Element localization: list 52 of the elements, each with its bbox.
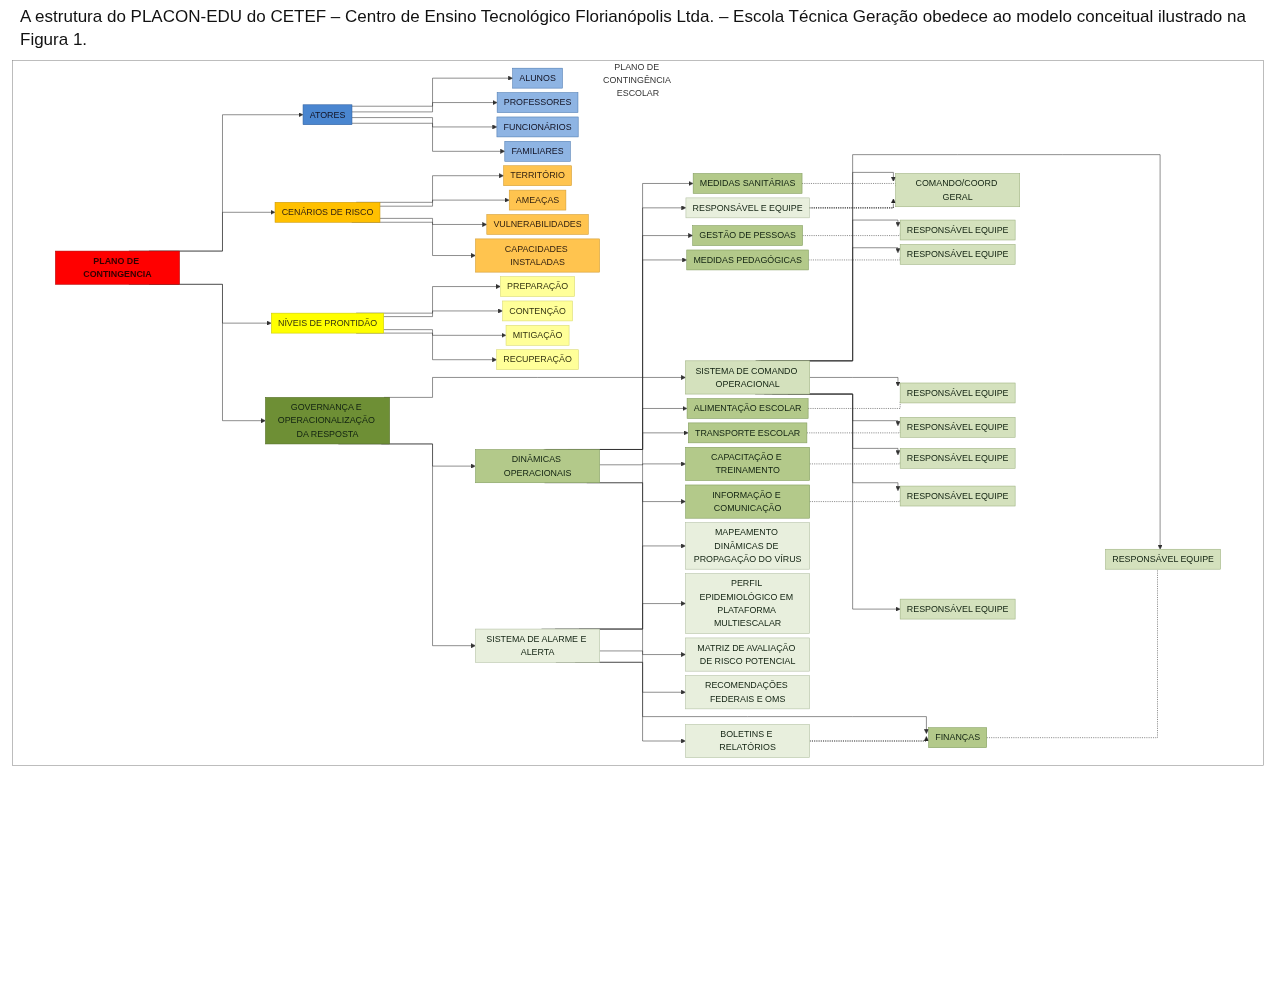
node-box: RESPONSÁVEL EQUIPE xyxy=(899,598,1015,620)
node-box: PREPARAÇÃO xyxy=(499,276,575,297)
node-box: ALUNOS xyxy=(511,67,563,89)
node-box: RESPONSÁVEL EQUIPE xyxy=(899,485,1015,507)
node-box: PLANO DE CONTINGENCIA xyxy=(54,250,180,285)
node-box: AMEAÇAS xyxy=(508,189,566,211)
node-box: PERFIL EPIDEMIOLÓGICO EM PLATAFORMA MULTIESCALAR xyxy=(684,573,810,634)
node-box: RECOMENDAÇÕES FEDERAIS E OMS xyxy=(684,675,810,709)
node-box: FAMILIARES xyxy=(504,140,571,162)
node-box: RESPONSÁVEL E EQUIPE xyxy=(685,197,810,218)
node-box: CONTENÇÃO xyxy=(501,300,573,322)
connector xyxy=(808,498,900,502)
connector xyxy=(807,257,900,261)
node-box: MEDIDAS PEDAGÓGICAS xyxy=(685,249,809,271)
node-box: COMANDO/COORD GERAL xyxy=(894,173,1020,207)
node-box: SISTEMA DE COMANDO OPERACIONAL xyxy=(684,360,810,395)
node-box: RESPONSÁVEL EQUIPE xyxy=(899,382,1015,404)
node-box: RECUPERAÇÃO xyxy=(495,349,579,370)
node-box: GOVERNANÇA E OPERACIONALIZAÇÃO DA RESPOSTA xyxy=(264,397,390,445)
intro-paragraph: A estrutura do PLACON-EDU do CETEF – Centro de Ensino Tecnológico Florianópolis Ltda. – Escola Técnica Geração obedece ao modelo conceitual ilustrado na Figura 1. xyxy=(20,6,1247,51)
connector xyxy=(801,232,900,236)
node-box: TERRITÓRIO xyxy=(502,165,572,186)
node-box: MAPEAMENTO DINÂMICAS DE PROPAGAÇÃO DO VÍRUS xyxy=(684,522,810,570)
node-box: TRANSPORTE ESCOLAR xyxy=(687,422,807,443)
node-box: VULNERABILIDADES xyxy=(486,214,589,235)
node-box: CAPACITAÇÃO E TREINAMENTO xyxy=(684,446,810,481)
node-box: CENÁRIOS DE RISCO xyxy=(274,201,380,223)
node-box: BOLETINS E RELATÓRIOS xyxy=(684,724,810,758)
node-box: RESPONSÁVEL EQUIPE xyxy=(1104,548,1221,570)
connector xyxy=(801,183,896,187)
node-box: ATORES xyxy=(302,104,352,125)
connector xyxy=(806,429,900,433)
node-box: ALIMENTAÇÃO ESCOLAR xyxy=(686,398,808,419)
node-box: DINÂMICAS OPERACIONAIS xyxy=(474,449,600,483)
node-box: RESPONSÁVEL EQUIPE xyxy=(899,416,1015,438)
connector xyxy=(808,461,900,465)
node-box: CAPACIDADES INSTALADAS xyxy=(474,238,600,273)
node-box: PROFESSORES xyxy=(496,92,578,113)
connector xyxy=(807,401,900,409)
node-box: FINANÇAS xyxy=(927,727,987,748)
arrow xyxy=(808,736,929,742)
node-box: GESTÃO DE PESSOAS xyxy=(691,225,803,246)
node-box: INFORMAÇÃO E COMUNICAÇÃO xyxy=(684,484,810,519)
node-box: FUNCIONÁRIOS xyxy=(496,116,578,138)
node-box: NÍVEIS DE PRONTIDÃO xyxy=(270,312,384,334)
node-box: MATRIZ DE AVALIAÇÃO DE RISCO POTENCIAL xyxy=(684,637,810,672)
node-box: RESPONSÁVEL EQUIPE xyxy=(899,448,1015,469)
node-box: MITIGAÇÃO xyxy=(505,324,569,346)
node-box: RESPONSÁVEL EQUIPE xyxy=(899,219,1015,241)
node-box: SISTEMA DE ALARME E ALERTA xyxy=(474,628,600,663)
node-box: MEDIDAS SANITÁRIAS xyxy=(692,173,802,194)
node-box: RESPONSÁVEL EQUIPE xyxy=(899,244,1015,265)
